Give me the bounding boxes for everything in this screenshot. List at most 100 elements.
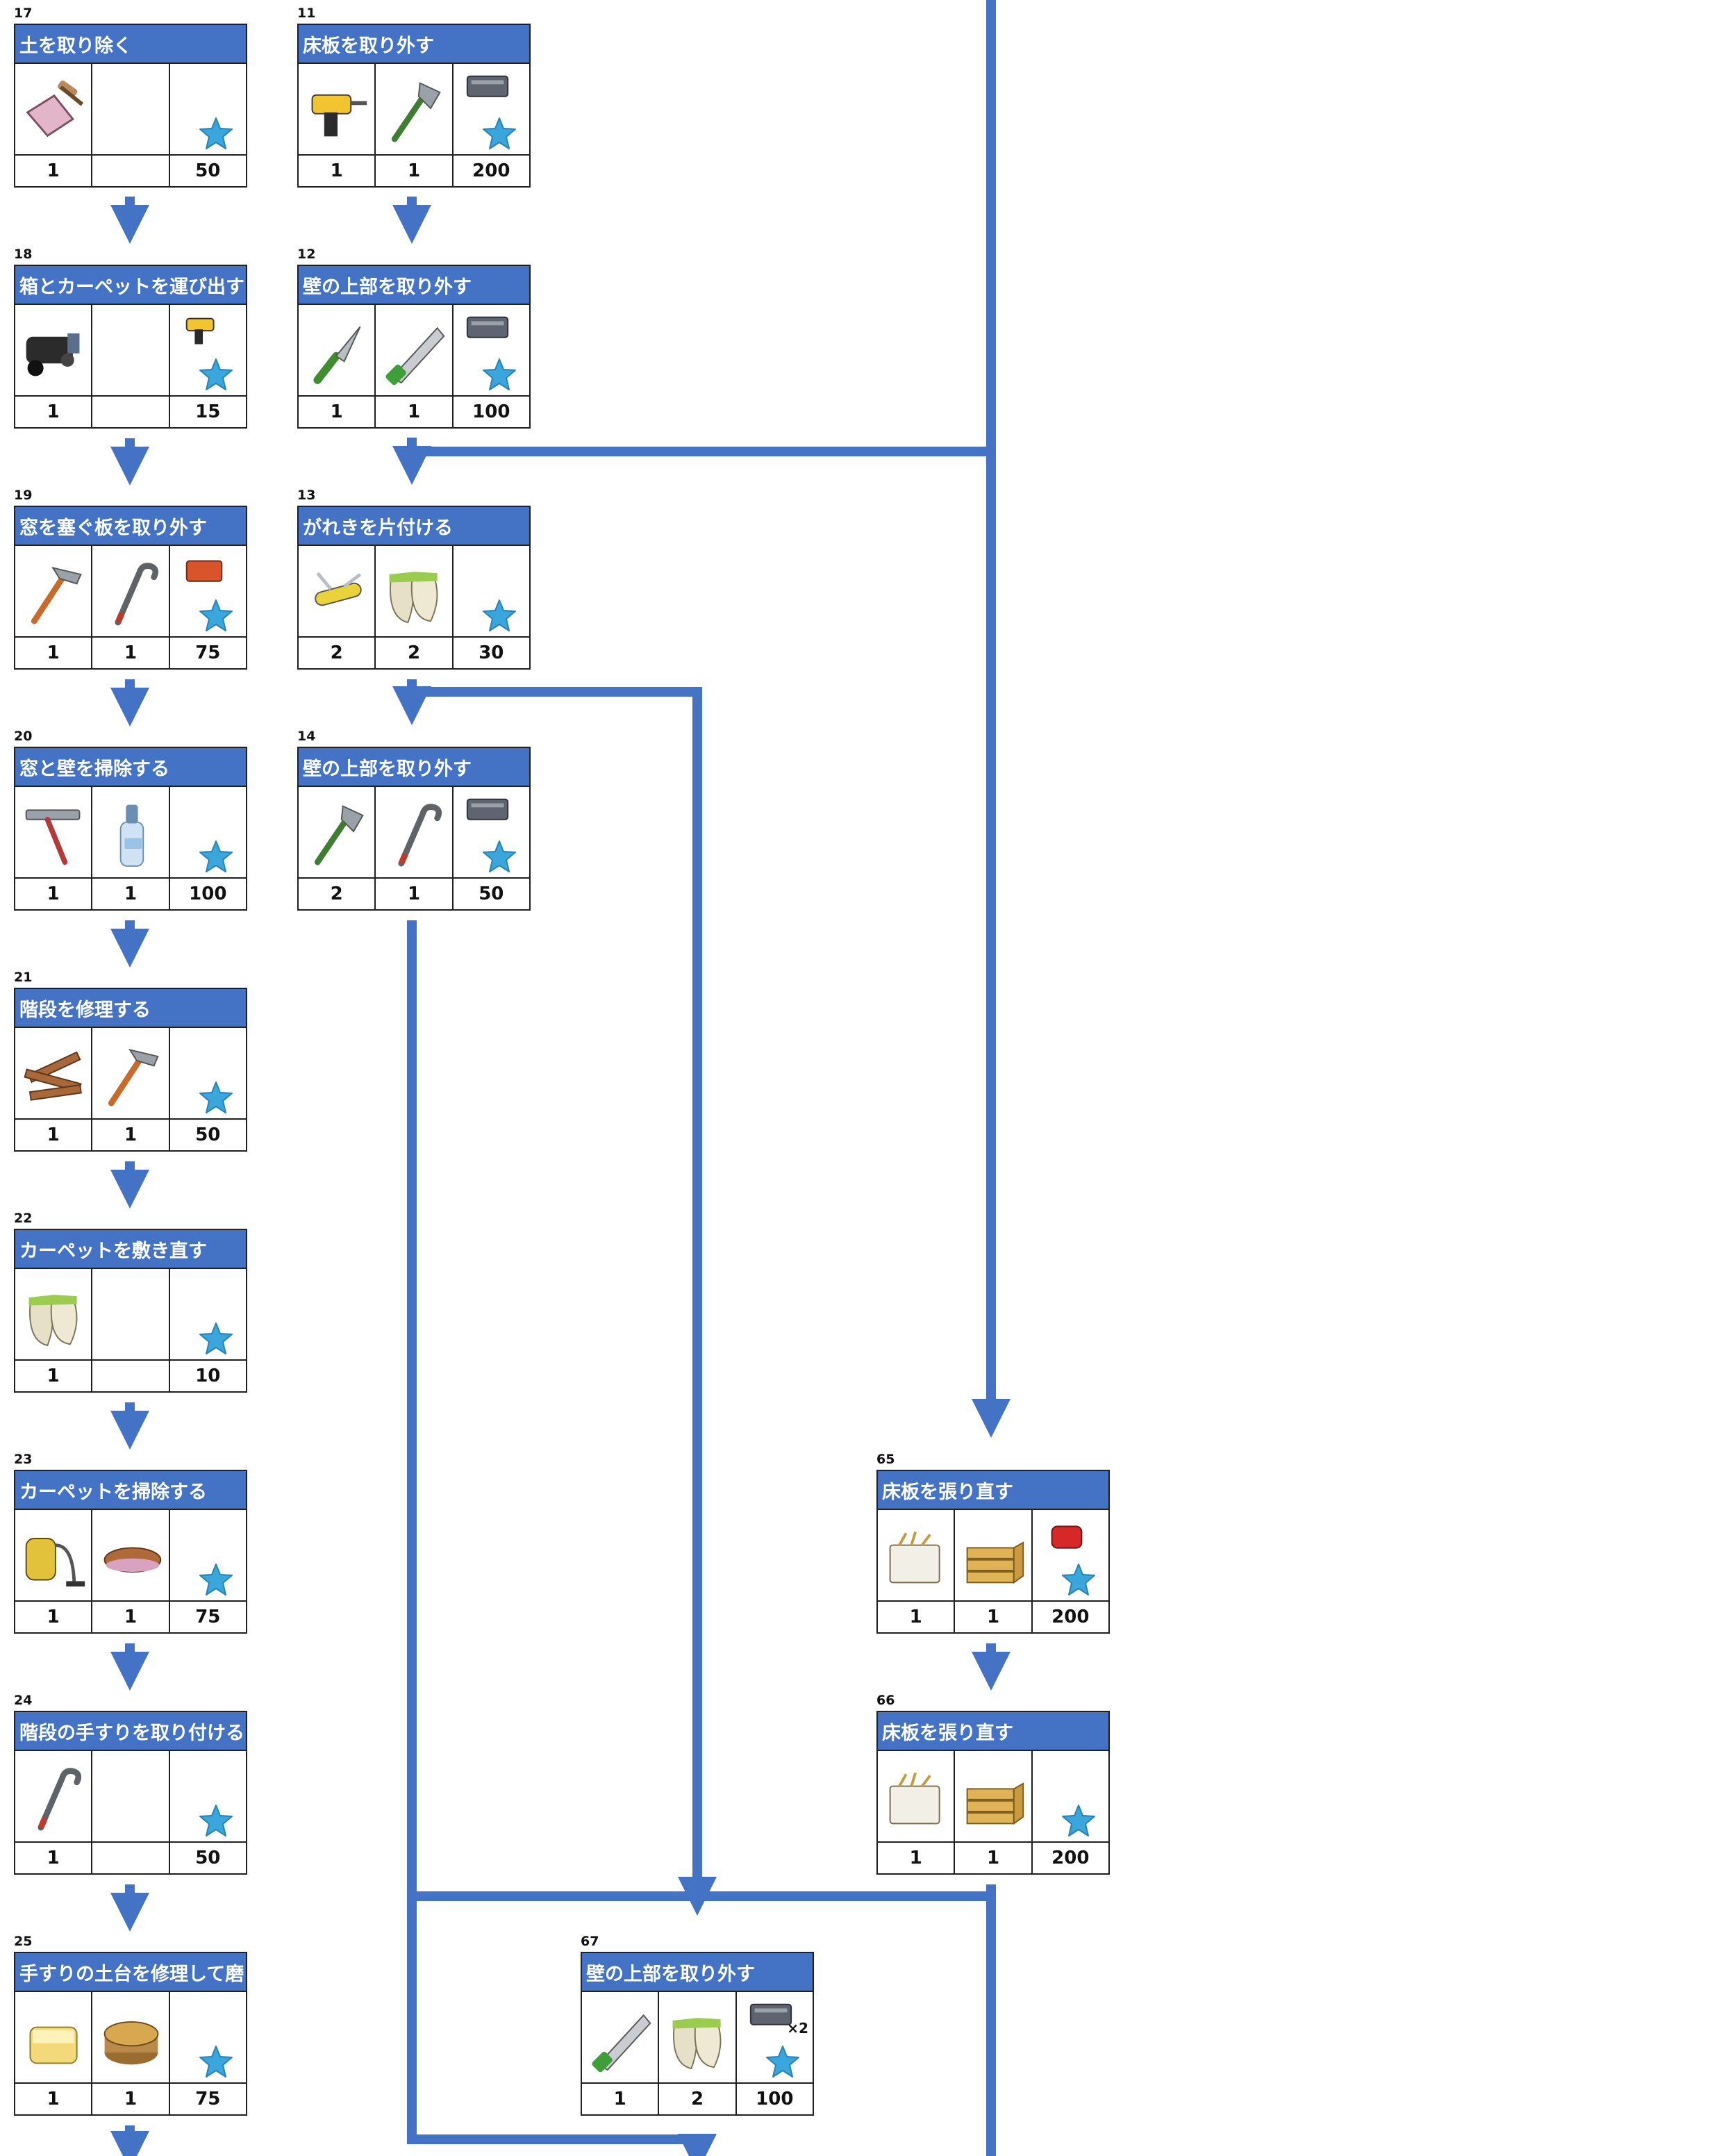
task-title: 壁の上部を取り外す [299,748,529,787]
task-title: 土を取り除く [15,25,246,64]
crowbar-icon [115,563,159,626]
reward-points: 200 [1051,1607,1090,1627]
drill-icon [185,317,215,345]
task-title: 階段を修理する [15,989,246,1028]
reward-slot [1033,1751,1108,1841]
hammer-icon [31,566,82,624]
task-number: 20 [14,729,33,744]
tool-slot [582,1992,660,2082]
reward-slot [170,1510,246,1600]
tool-slot [878,1751,956,1841]
tool-slot [955,1510,1033,1600]
lumber-icon [966,1782,1024,1825]
tool-quantity: 1 [15,1843,93,1873]
tool-slot [376,546,454,636]
task-number: 25 [14,1934,33,1949]
tool-slot [15,1992,93,2082]
reward-slot [170,1028,246,1118]
reward-points: 15 [195,401,221,422]
tool-slot [878,1510,956,1600]
tool-quantity: 1 [15,1120,93,1150]
reward-slot [454,64,529,154]
task-title: 手すりの土台を修理して磨く [15,1953,246,1992]
reward-multiplier: ×2 [787,2020,808,2037]
reward-slot [454,305,529,395]
spray-bottle-icon [120,804,144,867]
tool-slot [92,1269,170,1359]
star-icon [482,599,516,631]
crowbar-icon [398,804,442,867]
hand-truck-icon [26,333,80,376]
metal-case-icon [466,798,508,820]
star-icon [482,117,516,149]
task-title: 床板を張り直す [878,1712,1108,1751]
tool-slot [299,64,376,154]
gloves-icon [389,572,438,624]
tool-slot [376,64,454,154]
reward-slot [170,1269,246,1359]
star-icon [199,599,233,631]
gloves-icon [672,2018,722,2070]
task-title: 窓を塞ぐ板を取り外す [15,507,246,546]
tool-quantity: 1 [92,638,170,668]
tool-quantity: 1 [878,1843,956,1873]
tool-slot [92,1028,170,1118]
tool-slot [15,305,93,395]
brush-icon [103,1547,162,1573]
vacuum-icon [25,1538,85,1587]
tool-quantity: 1 [92,1602,170,1632]
tool-quantity [92,1361,170,1391]
tool-slot [92,546,170,636]
star-icon [199,1322,233,1354]
task-number: 22 [14,1211,33,1226]
tool-quantity: 1 [92,2084,170,2114]
tool-quantity: 2 [299,879,376,909]
knife-icon [313,326,361,384]
tool-quantity: 1 [92,1120,170,1150]
reward-slot [170,64,246,154]
task-title: カーペットを敷き直す [15,1230,246,1269]
reward-points: 50 [195,160,221,181]
tool-slot [299,787,376,877]
reward-points: 100 [189,884,227,904]
dustpan-icon [26,80,84,138]
task-number: 24 [14,1693,33,1708]
tool-quantity: 1 [15,2084,93,2114]
tool-quantity: 1 [878,1602,956,1632]
task-number: 18 [14,247,33,262]
star-icon [199,840,233,872]
metal-case-icon [466,75,508,97]
task-number: 67 [581,1934,599,1949]
task-title: カーペットを掃除する [15,1471,246,1510]
tool-quantity: 2 [376,638,454,668]
task-number: 14 [297,729,316,744]
saw-icon [592,2014,651,2073]
tool-quantity: 1 [15,1602,93,1632]
reward-slot [1033,1510,1108,1600]
reward-slot [454,546,529,636]
reward-slot [170,546,246,636]
star-icon [199,2046,233,2078]
metal-case-icon [466,316,508,338]
tool-slot [15,1510,93,1600]
task-number: 19 [14,488,33,503]
multitool-icon [315,572,362,606]
tool-quantity: 1 [376,397,454,427]
axe-icon [314,805,364,865]
toolbox-icon [185,560,222,582]
task-number: 23 [14,1452,33,1467]
tool-quantity: 1 [299,397,376,427]
task-number: 65 [876,1452,895,1467]
